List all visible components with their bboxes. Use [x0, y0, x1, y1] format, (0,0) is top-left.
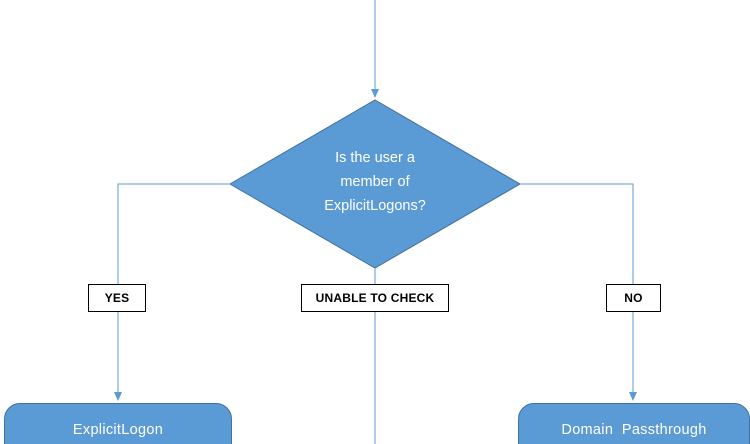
decision-line-3: ExplicitLogons?: [324, 198, 426, 214]
explicit-logon-node[interactable]: ExplicitLogon: [4, 403, 232, 444]
domain-passthrough-node[interactable]: Domain Passthrough: [518, 403, 750, 444]
yes-connector: [114, 183, 230, 401]
decision-question: Is the user a member of ExplicitLogons?: [275, 146, 475, 218]
unable-to-check-label: UNABLE TO CHECK: [301, 284, 449, 312]
yes-label: YES: [88, 284, 146, 312]
decision-line-1: Is the user a: [335, 150, 415, 166]
no-label: NO: [606, 284, 661, 312]
decision-line-2: member of: [340, 174, 410, 190]
no-connector: [520, 183, 637, 401]
explicit-logon-label: ExplicitLogon: [72, 422, 164, 438]
domain-passthrough-label: Domain Passthrough: [561, 422, 707, 438]
